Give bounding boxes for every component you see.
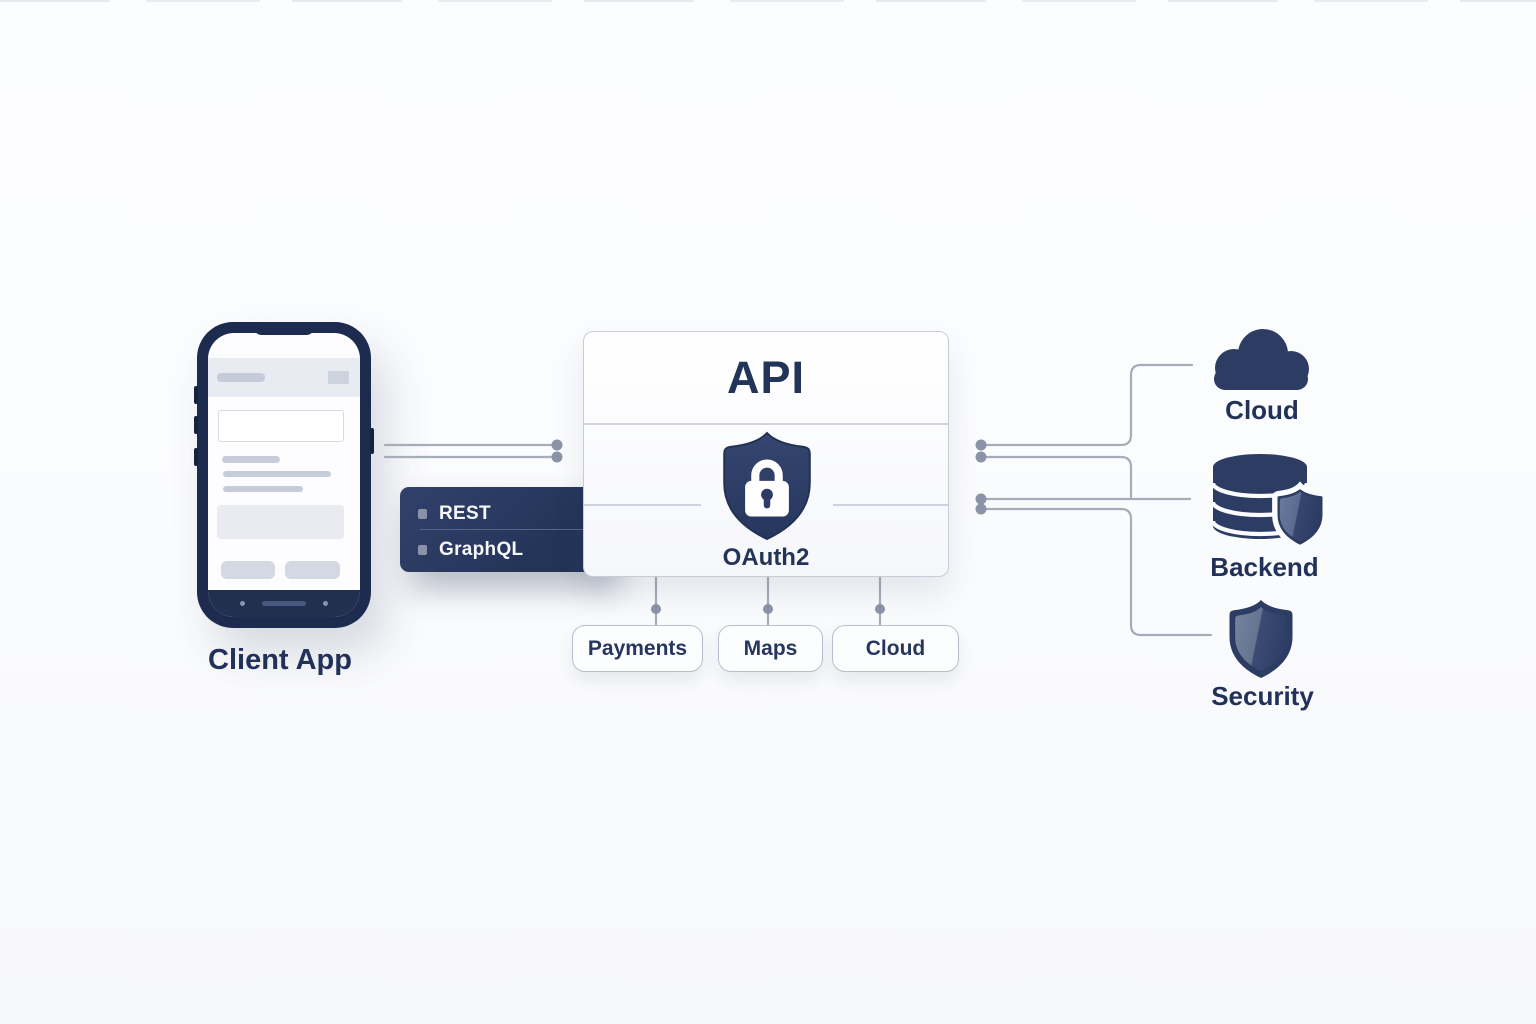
oauth2-label: OAuth2 — [722, 544, 810, 571]
service-chip-payments: Payments — [572, 625, 703, 672]
phone-content-block — [217, 505, 344, 539]
phone-text-line — [222, 456, 280, 463]
client-app-label: Client App — [208, 644, 352, 676]
api-divider — [584, 504, 701, 506]
backend-label: Backend — [1210, 552, 1319, 582]
shield-lock-icon — [723, 431, 811, 541]
phone-screen — [208, 333, 360, 617]
protocol-panel: REST GraphQL — [400, 487, 610, 572]
phone-side-button — [370, 428, 374, 454]
phone-bottom-bar — [208, 590, 360, 617]
top-hairline — [0, 0, 1536, 2]
security-label: Security — [1211, 681, 1314, 711]
phone-notch — [253, 322, 315, 335]
phone-input-placeholder — [218, 410, 344, 442]
phone-button-placeholder — [285, 561, 340, 579]
connector-api-to-security — [985, 507, 1213, 637]
database-shield-overlay — [1272, 481, 1328, 551]
shield-icon — [1229, 600, 1293, 678]
cloud-icon — [1214, 329, 1309, 390]
phone-bottom-dot — [240, 601, 245, 606]
bullet-icon — [418, 508, 427, 519]
api-divider — [833, 504, 948, 506]
connector-dots — [551, 439, 987, 614]
phone-app-header — [208, 358, 360, 397]
protocol-label: REST — [439, 502, 491, 524]
phone-header-title-placeholder — [217, 373, 265, 382]
phone-home-indicator — [262, 601, 306, 606]
service-chip-maps: Maps — [718, 625, 823, 672]
phone-side-button — [194, 448, 198, 466]
api-box: API OAuth2 — [583, 331, 949, 577]
phone-text-line — [223, 471, 331, 477]
phone-button-placeholder — [221, 561, 275, 579]
connector-api-branch — [985, 455, 1133, 499]
protocol-divider — [420, 529, 594, 530]
smartphone-icon — [194, 322, 374, 628]
phone-side-button — [194, 386, 198, 404]
database-shield-icon — [1210, 454, 1328, 551]
bullet-icon — [418, 544, 427, 555]
protocol-row-graphql: GraphQL — [400, 533, 610, 566]
api-title: API — [726, 351, 805, 403]
cloud-label: Cloud — [1225, 395, 1299, 425]
protocol-label: GraphQL — [439, 538, 524, 560]
service-chip-cloud: Cloud — [832, 625, 959, 672]
phone-bottom-dot — [323, 601, 328, 606]
api-divider — [584, 423, 948, 425]
protocol-row-rest: REST — [400, 497, 610, 530]
phone-side-button — [194, 416, 198, 434]
phone-menu-icon — [328, 371, 349, 384]
connector-api-to-cloud — [985, 363, 1194, 447]
phone-text-line — [223, 486, 303, 492]
